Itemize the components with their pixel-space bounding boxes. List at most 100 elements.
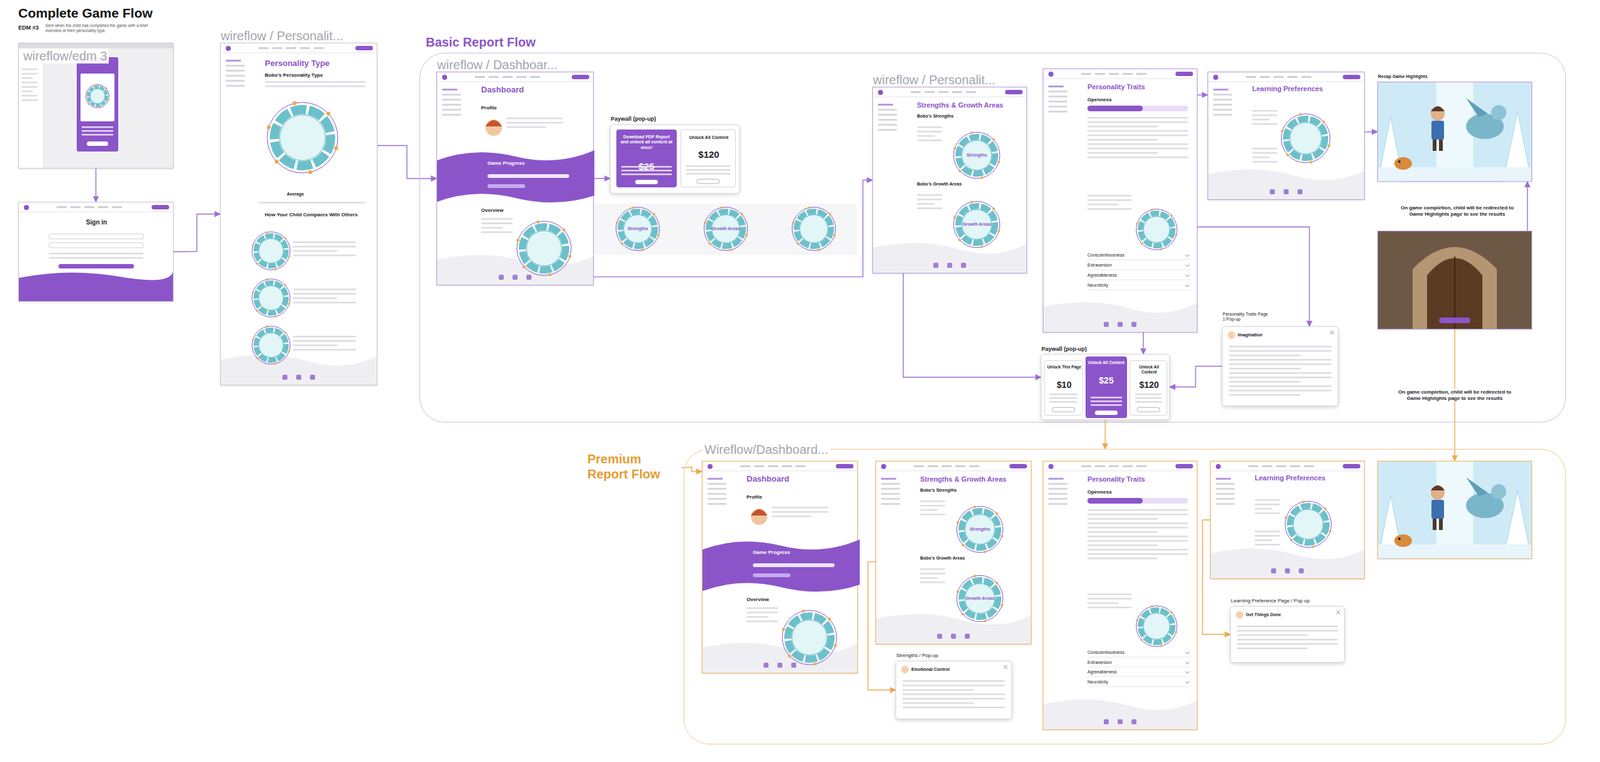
text-placeholder xyxy=(1228,381,1301,384)
card-line xyxy=(1090,404,1123,407)
screen-illustration xyxy=(1043,461,1197,730)
sidebar-item xyxy=(225,79,245,82)
wheel-dot xyxy=(980,245,984,249)
wheel-center xyxy=(623,215,653,244)
nav-item xyxy=(56,206,67,209)
text-placeholder xyxy=(264,81,366,84)
wheel-dot xyxy=(536,220,540,224)
sidebar-item xyxy=(442,103,462,106)
wheel-dot xyxy=(522,265,526,269)
node-text: Bobo's Strengths xyxy=(916,113,954,119)
footer-wave xyxy=(1043,699,1197,730)
wheel-center xyxy=(1293,509,1324,540)
wheel-rim xyxy=(956,506,1003,553)
text-placeholder xyxy=(1087,540,1189,543)
footer-wave xyxy=(437,254,594,285)
text-placeholder xyxy=(1254,499,1280,502)
wheel-dot xyxy=(719,206,723,209)
trait-bar-fill xyxy=(1087,498,1143,504)
connector xyxy=(1142,332,1144,355)
text-placeholder xyxy=(746,611,778,614)
node-text: Personality Traits Page 1 Pop-up xyxy=(1222,311,1270,323)
node-text: Neuroticity xyxy=(1087,283,1109,289)
text-placeholder xyxy=(1252,114,1278,117)
wheel-dot xyxy=(956,521,960,524)
nav-item xyxy=(795,465,806,468)
wheel-dot xyxy=(827,617,831,621)
sidebar-item xyxy=(225,84,245,87)
nav-item xyxy=(955,465,966,468)
node-text: Strengths / Pop-up xyxy=(896,652,939,660)
text-placeholder xyxy=(1252,152,1278,155)
text-placeholder xyxy=(1228,350,1332,353)
wheel-dot xyxy=(729,249,733,252)
node-text: wireflow / Dashboar... xyxy=(437,57,558,73)
node-text: Personality Traits xyxy=(1087,83,1146,92)
chevron xyxy=(1185,264,1190,267)
text-placeholder xyxy=(920,577,938,580)
nav-button xyxy=(355,45,373,51)
text-placeholder xyxy=(1087,203,1119,206)
sidebar-item xyxy=(877,103,894,106)
card-line xyxy=(1090,396,1123,399)
sidebar-item xyxy=(877,118,897,121)
wheel-dot xyxy=(953,147,956,150)
text-placeholder xyxy=(1252,161,1278,163)
wheel-dot xyxy=(1284,516,1288,519)
dragon-wing xyxy=(1466,98,1489,117)
nav-button xyxy=(1005,89,1023,95)
wheel-center xyxy=(258,285,284,311)
footer-icon xyxy=(964,633,970,639)
text-placeholder xyxy=(1087,606,1132,609)
card-button xyxy=(1052,407,1075,412)
node-text: Extraversion xyxy=(1087,660,1112,666)
wheel-rim xyxy=(953,201,1000,248)
mail-line xyxy=(81,126,114,129)
wheel-dot xyxy=(995,581,999,585)
text-placeholder xyxy=(21,72,38,75)
text-placeholder xyxy=(746,607,778,610)
dragon-head xyxy=(1491,484,1507,500)
text-placeholder xyxy=(481,222,513,225)
wheel-center xyxy=(279,115,326,162)
next-button xyxy=(1438,317,1471,324)
wheel-dot xyxy=(288,349,290,352)
creature-eye xyxy=(1398,160,1401,163)
wheel-ring xyxy=(796,211,831,246)
chevron xyxy=(1185,652,1190,655)
text-placeholder xyxy=(293,335,356,338)
sidebar-item xyxy=(1215,488,1235,490)
node-text: Basic Report Flow xyxy=(425,34,536,50)
text-placeholder xyxy=(1087,553,1189,556)
node-text: $120 xyxy=(1130,379,1168,391)
sidebar-item xyxy=(442,93,462,96)
nav-item xyxy=(70,206,81,209)
wheel-dot xyxy=(288,302,290,305)
text-placeholder xyxy=(1254,503,1280,506)
wheel-dot xyxy=(953,216,956,219)
text-placeholder xyxy=(1087,527,1189,529)
sidebar-item xyxy=(707,498,727,500)
text-placeholder xyxy=(293,288,356,291)
node-text: Agreeableness xyxy=(1087,669,1117,675)
wheel-dot xyxy=(973,505,977,509)
progress-button xyxy=(752,573,791,578)
nav-rule xyxy=(220,52,377,54)
node-text: Agreeableness xyxy=(1087,272,1117,278)
row-rule xyxy=(1087,686,1191,688)
text-placeholder xyxy=(920,509,938,512)
wheel-rim xyxy=(953,132,1000,178)
footer-wave xyxy=(1210,548,1365,579)
node-text: Growth Areas xyxy=(965,596,995,602)
logo xyxy=(1215,464,1221,470)
node-text: Extraversion xyxy=(1087,262,1112,268)
wheel-dot xyxy=(1170,611,1173,614)
footer-icon xyxy=(777,662,783,668)
mail-bar xyxy=(18,43,173,49)
plain-node: Premium Report Flow xyxy=(587,451,682,485)
wheel-dot xyxy=(288,255,290,258)
wheel-ring xyxy=(708,211,743,246)
wheel-ring xyxy=(88,86,107,106)
node-text: Overview xyxy=(481,207,504,214)
footer-icon xyxy=(1284,568,1290,574)
